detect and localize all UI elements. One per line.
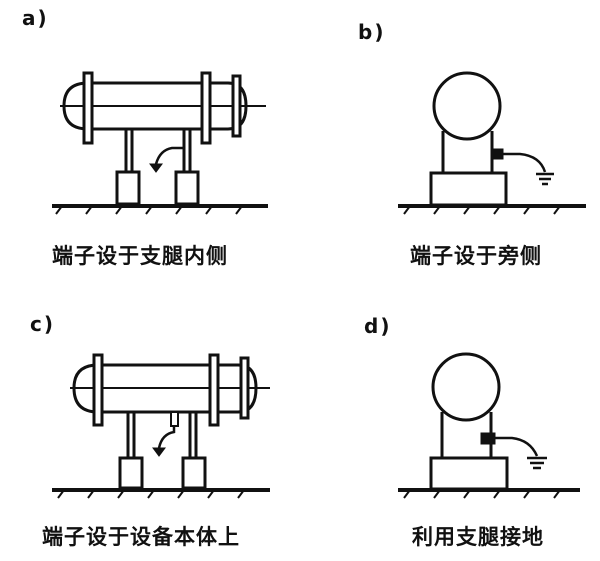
- flange-right-a: [200, 71, 212, 145]
- terminal-d: [480, 432, 496, 445]
- wire-arrow-a: [149, 163, 163, 173]
- ground-wire-d: [494, 436, 539, 457]
- ground-wire-c: [157, 426, 176, 449]
- panel-b-label: b): [358, 20, 386, 44]
- ground-wire-b: [492, 152, 547, 173]
- base-d: [429, 456, 509, 491]
- flange-left-c: [92, 353, 104, 427]
- caption-c: 端子设于设备本体上: [42, 525, 240, 549]
- panel-d-label: d): [364, 314, 392, 338]
- panel-a-label: a): [22, 6, 49, 30]
- wire-arrow-c: [152, 447, 166, 457]
- vessel-body-a: [62, 81, 248, 131]
- head-ring-c: [239, 356, 250, 420]
- head-ring-a: [231, 74, 242, 138]
- vessel-circle-d: [431, 352, 501, 422]
- flange-right-c: [208, 353, 220, 427]
- panel-c-label: c): [30, 312, 55, 336]
- caption-d: 利用支腿接地: [412, 525, 544, 549]
- caption-b: 端子设于旁侧: [410, 244, 542, 268]
- terminal-b: [490, 148, 504, 160]
- vessel-body-c: [72, 363, 258, 414]
- flange-left-a: [82, 71, 94, 145]
- ground-wire-a: [154, 146, 184, 165]
- caption-a: 端子设于支腿内侧: [52, 244, 228, 268]
- vessel-circle-b: [432, 71, 502, 141]
